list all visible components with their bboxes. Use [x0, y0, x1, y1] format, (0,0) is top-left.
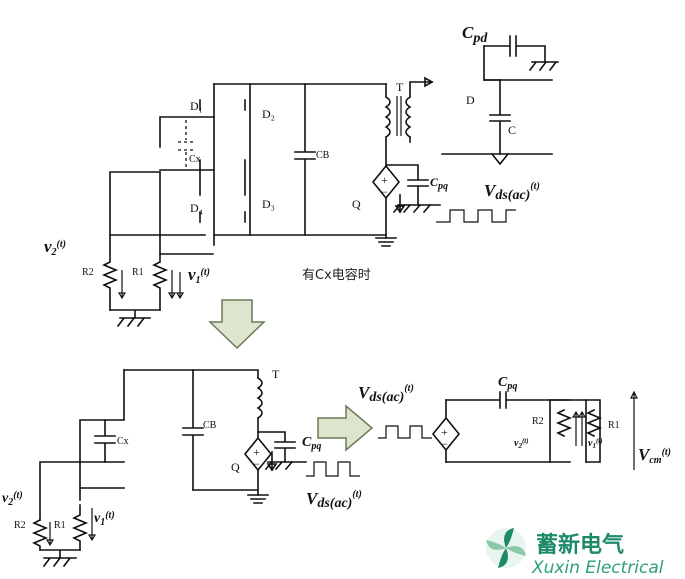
- svg-text:v2(t): v2(t): [2, 490, 23, 508]
- svg-text:v1(t): v1(t): [188, 265, 210, 286]
- right-arrow-icon: [317, 404, 374, 452]
- svg-text:Cpq: Cpq: [302, 435, 321, 452]
- label-CB: CB: [316, 150, 330, 161]
- label-R1-equiv: R1: [608, 420, 620, 431]
- svg-text:−: −: [441, 437, 448, 451]
- equivalent-circuit: + − Vds(ac)(t) Cpq R2 R1 v2(t) v1(t) Vcm…: [358, 375, 671, 470]
- label-R2-equiv: R2: [532, 416, 544, 427]
- svg-text:−: −: [253, 457, 260, 471]
- svg-text:v1(t): v1(t): [588, 437, 603, 450]
- label-Cx-bottom: Cx: [117, 436, 129, 447]
- label-D2: D₂: [262, 107, 275, 121]
- label-R2-bottom: R2: [14, 520, 26, 531]
- label-T: T: [396, 80, 404, 94]
- top-circuit: + − Cpd T D C D₁ D₂ D₃ D₄: [44, 23, 559, 328]
- label-CB-bottom: CB: [203, 420, 217, 431]
- label-R1-bottom: R1: [54, 520, 66, 531]
- brand-logo: 蓄新电气 Xuxin Electrical: [486, 528, 664, 578]
- label-R1: R1: [132, 267, 144, 278]
- svg-text:+: +: [253, 445, 260, 459]
- svg-text:Cpq: Cpq: [498, 375, 517, 392]
- label-C: C: [508, 123, 516, 137]
- label-Q-bottom: Q: [231, 460, 240, 474]
- brand-name-cn: 蓄新电气: [536, 532, 624, 558]
- label-R2: R2: [82, 267, 94, 278]
- pinwheel-logo-icon: [486, 528, 526, 568]
- label-D4: D₄: [190, 201, 203, 215]
- svg-text:Vds(ac)(t): Vds(ac)(t): [306, 489, 362, 511]
- label-D1: D₁: [190, 99, 203, 113]
- svg-text:+: +: [381, 173, 388, 187]
- label-T-bottom: T: [272, 367, 280, 381]
- label-Cx: Cx: [189, 154, 201, 165]
- caption: 有Cx电容时: [302, 267, 371, 283]
- svg-text:+: +: [441, 425, 448, 439]
- label-D: D: [466, 93, 475, 107]
- svg-text:v2(t): v2(t): [44, 237, 66, 258]
- label-Q: Q: [352, 197, 361, 211]
- svg-text:Vds(ac)(t): Vds(ac)(t): [358, 383, 414, 405]
- svg-text:Vcm(t): Vcm(t): [638, 445, 671, 466]
- label-D3: D₃: [262, 197, 275, 211]
- svg-text:v2(t): v2(t): [514, 437, 529, 450]
- down-arrow-icon: [208, 299, 266, 350]
- bottom-circuit: + − T CB Cx Q Cpq Vds(ac)(t) v2(t) v1(t)…: [2, 367, 362, 568]
- svg-text:Vds(ac)(t): Vds(ac)(t): [484, 181, 540, 203]
- brand-name-en: Xuxin Electrical: [531, 558, 664, 578]
- svg-text:v1(t): v1(t): [94, 510, 115, 528]
- svg-text:−: −: [381, 185, 388, 199]
- svg-text:Cpd: Cpd: [462, 23, 488, 46]
- svg-text:Cpq: Cpq: [430, 175, 448, 192]
